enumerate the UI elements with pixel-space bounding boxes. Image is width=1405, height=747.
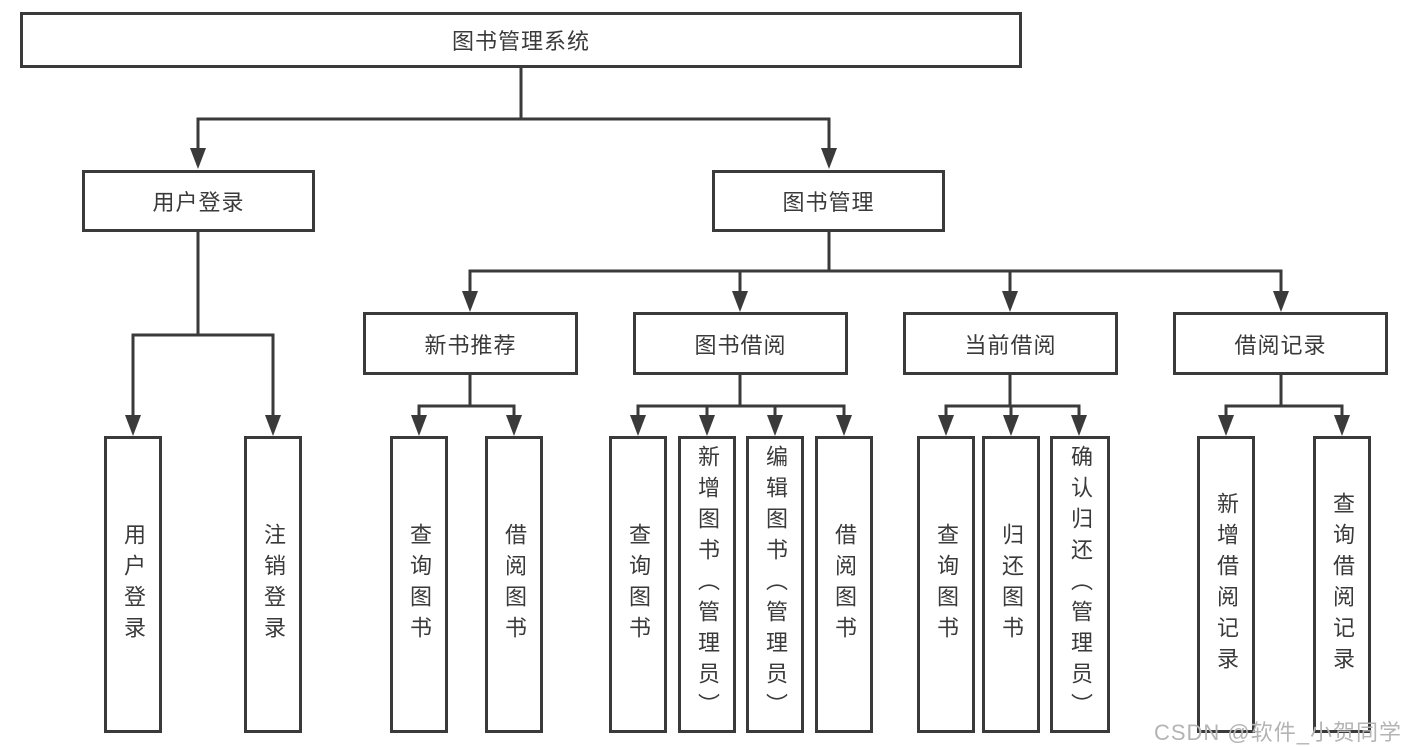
node-user-login-module: 用户登录 [82, 170, 315, 232]
leaf-label: 新增借阅记录 [1214, 491, 1239, 678]
arrowhead-icons [125, 148, 1350, 436]
connector-paths [131, 68, 1344, 417]
node-leaf-query-books-3: 查询图书 [917, 436, 975, 733]
node-leaf-query-books-1: 查询图书 [390, 436, 448, 733]
leaf-label: 查询借阅记录 [1330, 491, 1355, 678]
node-leaf-user-login: 用户登录 [104, 436, 162, 733]
node-leaf-add-borrow-record: 新增借阅记录 [1197, 436, 1255, 733]
node-leaf-query-borrow-record: 查询借阅记录 [1313, 436, 1371, 733]
node-current-borrow: 当前借阅 [903, 312, 1118, 375]
leaf-label: 归还图书 [999, 522, 1024, 647]
node-book-management-module: 图书管理 [712, 170, 945, 232]
leaf-label: 查询图书 [934, 522, 959, 647]
node-leaf-logout: 注销登录 [244, 436, 302, 733]
leaf-label: 查询图书 [626, 522, 651, 647]
node-leaf-query-books-2: 查询图书 [609, 436, 667, 733]
leaf-label: 新增图书（管理员） [695, 445, 720, 724]
leaf-label: 编辑图书（管理员） [763, 445, 788, 724]
node-leaf-add-books-admin: 新增图书（管理员） [678, 436, 736, 733]
node-root-system: 图书管理系统 [20, 12, 1022, 68]
node-leaf-borrow-books-2: 借阅图书 [815, 436, 873, 733]
node-book-borrow: 图书借阅 [633, 312, 848, 375]
csdn-watermark: CSDN @软件_小贺同学 [1153, 720, 1402, 745]
leaf-label: 确认归还（管理员） [1068, 445, 1093, 724]
leaf-label: 借阅图书 [832, 522, 857, 647]
leaf-label: 用户登录 [121, 522, 146, 647]
node-leaf-return-books: 归还图书 [982, 436, 1040, 733]
leaf-label: 注销登录 [261, 522, 286, 647]
node-leaf-edit-books-admin: 编辑图书（管理员） [746, 436, 804, 733]
node-leaf-confirm-return-admin: 确认归还（管理员） [1050, 436, 1110, 733]
leaf-label: 查询图书 [407, 522, 432, 647]
leaf-label: 借阅图书 [502, 522, 527, 647]
node-new-book-recommend: 新书推荐 [363, 312, 578, 375]
node-borrow-records: 借阅记录 [1173, 312, 1388, 375]
node-leaf-borrow-books-1: 借阅图书 [485, 436, 543, 733]
